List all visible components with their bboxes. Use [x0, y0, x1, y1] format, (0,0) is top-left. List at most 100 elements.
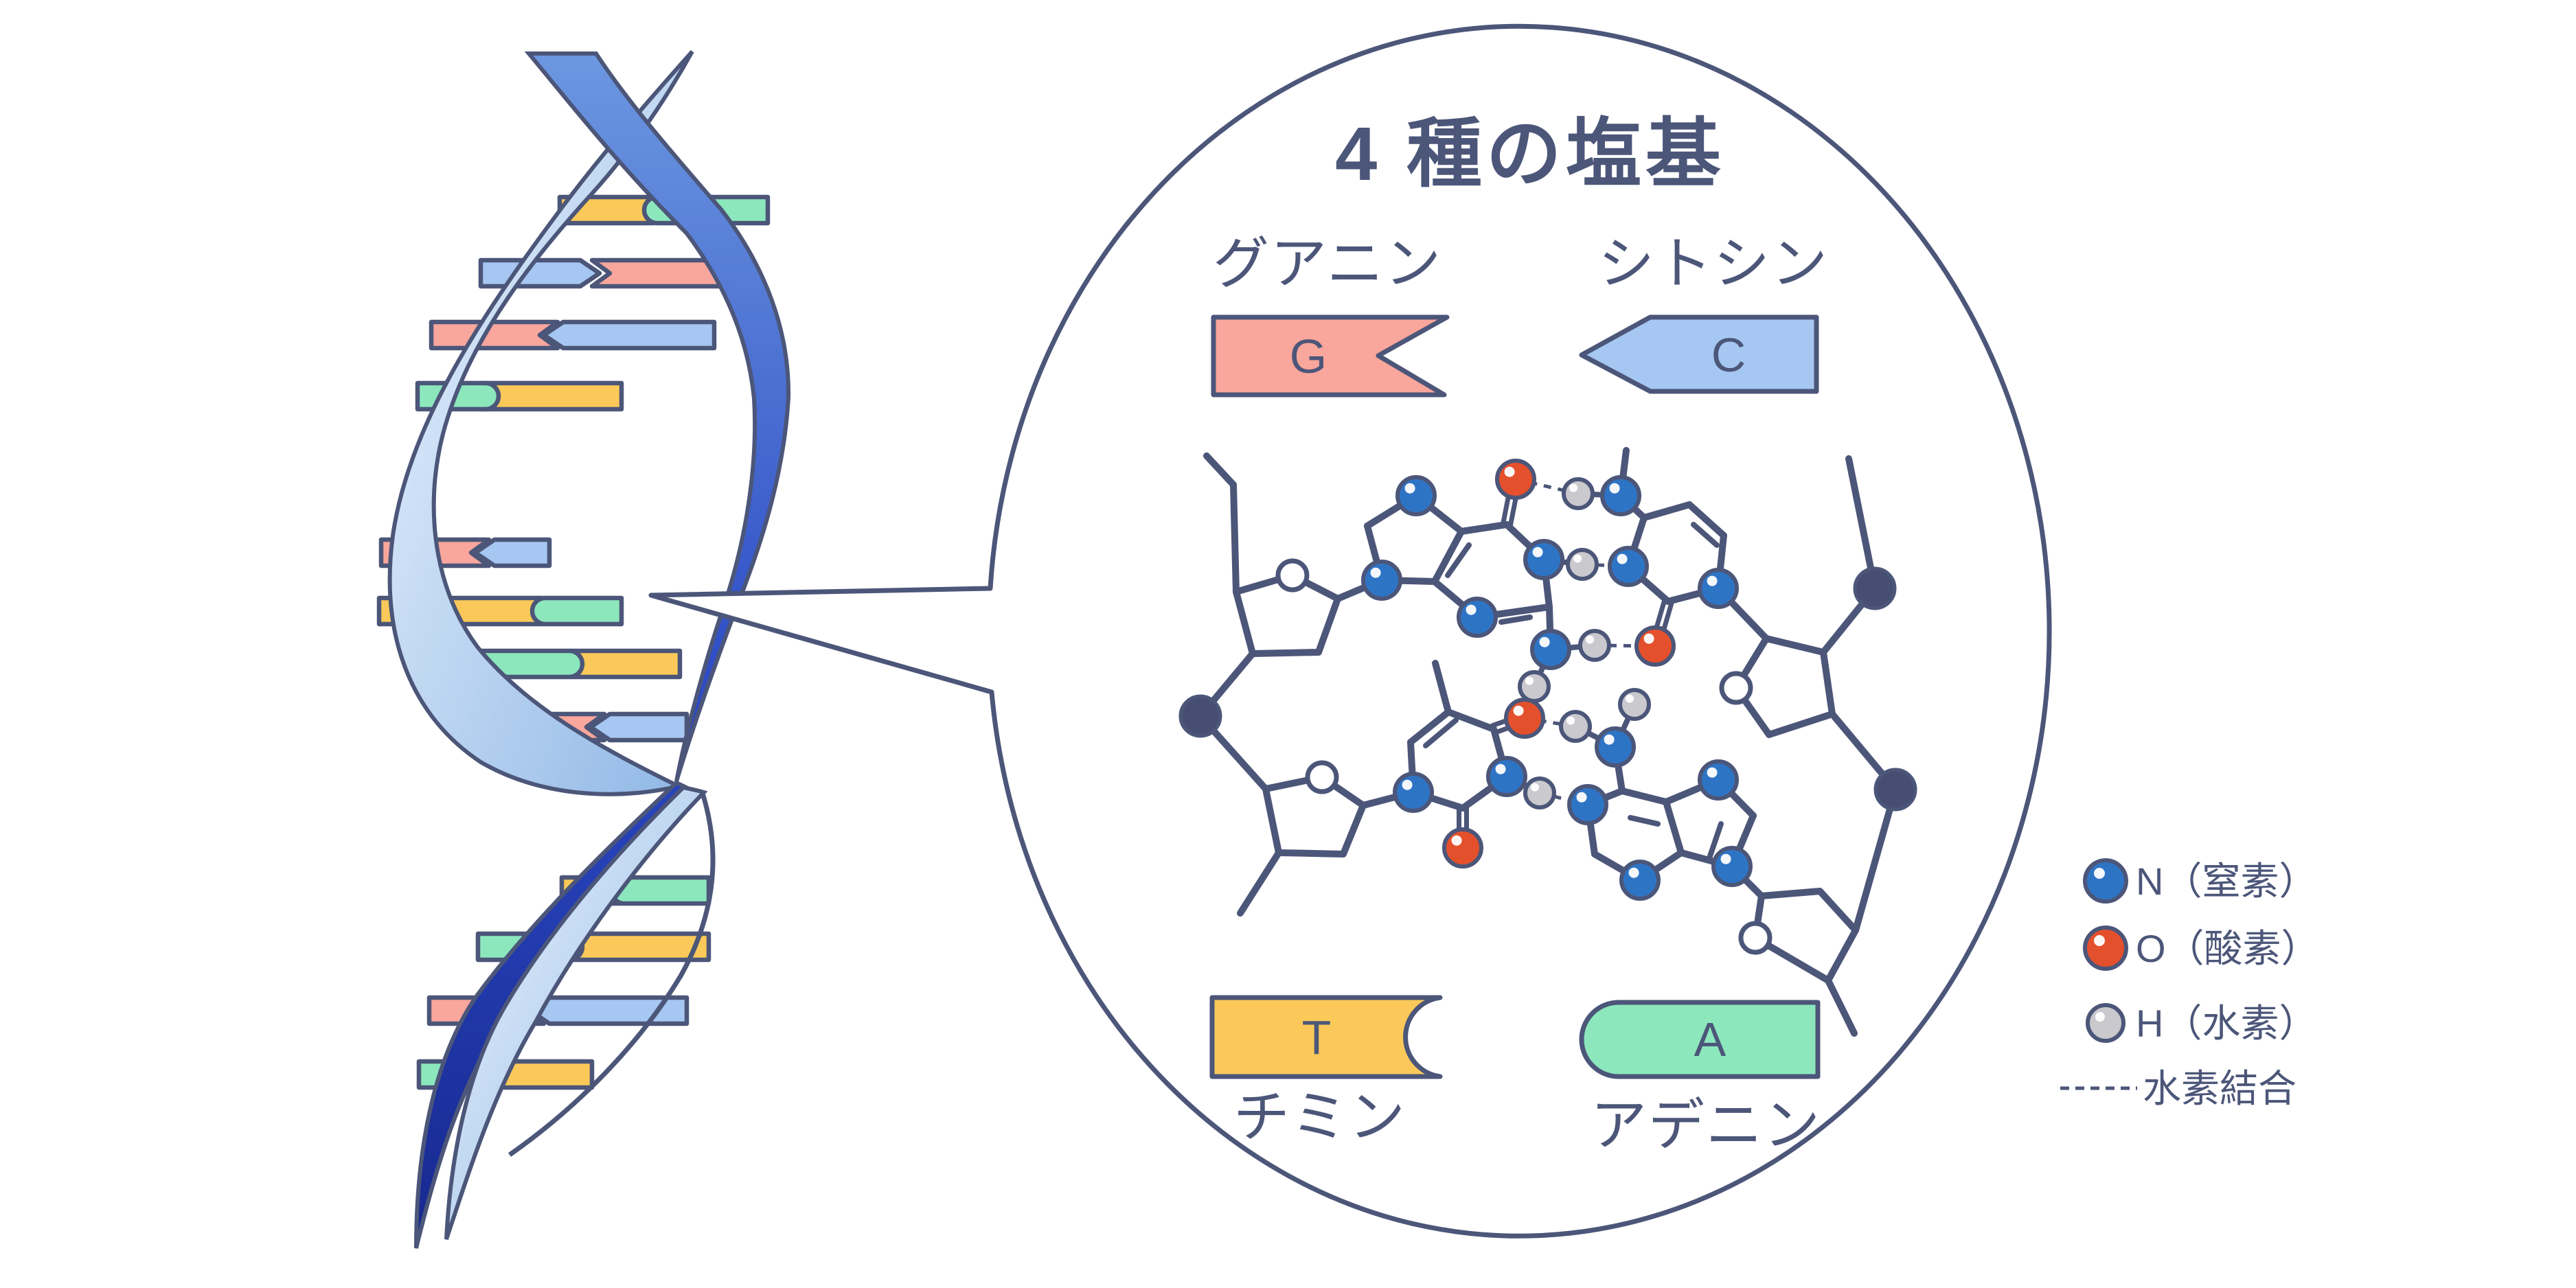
nitrogen-atom	[1530, 629, 1571, 670]
oxygen-atom	[1442, 827, 1483, 869]
oxygen-sphere-icon	[2083, 925, 2128, 971]
bond	[1458, 521, 1510, 535]
legend-label-oxygen: O（酸素）	[2136, 927, 2320, 970]
cytosine-letter: C	[1711, 328, 1746, 382]
backbone-bond	[1230, 481, 1240, 595]
oxygen-atom	[1504, 698, 1545, 739]
sugar-oxygen-circle	[1305, 760, 1339, 794]
base-pair-molecule	[1178, 447, 1917, 1037]
sphere-highlight	[1569, 483, 1578, 492]
ring-double-tick	[1423, 717, 1459, 748]
nitrogen-atom	[1619, 860, 1661, 901]
nitrogen-atom	[1361, 560, 1402, 601]
backbone-bond	[1825, 977, 1858, 1037]
nitrogen-atom	[1711, 846, 1753, 887]
sphere-highlight	[1504, 466, 1515, 477]
rung-segment-salmon	[429, 319, 560, 351]
rung-segment-yellow	[567, 648, 683, 680]
sphere-highlight	[1626, 694, 1634, 703]
sphere-highlight	[1525, 676, 1534, 685]
rung-segment-blue	[472, 537, 552, 568]
nitrogen-atom	[1600, 475, 1641, 516]
adenine-letter: A	[1694, 1013, 1726, 1066]
legend-item-hbond: 水素結合	[2060, 1067, 2296, 1110]
sphere-highlight	[1531, 783, 1540, 792]
base-cytosine: シトシン C	[1579, 233, 1827, 394]
nitrogen-atom	[1595, 726, 1636, 768]
rung-segment-blue	[541, 319, 717, 351]
sphere-highlight	[1404, 483, 1415, 494]
ring-double-tick	[1445, 542, 1472, 578]
hydrogen-atom	[1618, 688, 1651, 721]
hydrogen-atom	[1578, 629, 1611, 662]
phosphate-sphere	[1178, 694, 1222, 738]
sphere-highlight	[1370, 567, 1381, 578]
backbone-bond	[1432, 660, 1452, 715]
base-thymine: T チミン	[1209, 995, 1443, 1149]
sphere-highlight	[1609, 483, 1620, 494]
sphere-highlight	[1532, 547, 1543, 557]
sphere-highlight	[1539, 636, 1550, 647]
dna-helix	[376, 50, 791, 1249]
sugar-ring	[1733, 635, 1836, 738]
base-guanine: グアニン G	[1211, 233, 1450, 398]
rung-segment-blue	[588, 711, 689, 743]
hydrogen-sphere-icon	[2086, 1003, 2125, 1043]
nitrogen-atom	[1608, 546, 1649, 587]
hydrogen-atom	[1566, 548, 1599, 581]
rung-segment-yellow	[478, 380, 624, 412]
hydrogen-atom	[1523, 777, 1556, 809]
thymine-shape	[1209, 995, 1443, 1079]
backbone-bond	[1852, 786, 1899, 934]
sugar-oxygen-circle	[1275, 558, 1310, 593]
legend-label-nitrogen: N（窒素）	[2136, 860, 2317, 903]
page-title: 4 種の塩基	[1335, 112, 1725, 196]
bond	[1445, 709, 1497, 733]
sphere-highlight	[1707, 575, 1718, 586]
oxygen-atom	[1495, 459, 1536, 500]
thymine-letter: T	[1302, 1011, 1332, 1064]
hydrogen-atom	[1562, 477, 1595, 510]
nitrogen-atom	[1395, 475, 1437, 516]
nitrogen-atom	[1457, 597, 1498, 638]
bond	[1431, 528, 1465, 585]
legend-label-hbond: 水素結合	[2143, 1067, 2296, 1110]
sphere-highlight	[1451, 835, 1462, 846]
nitrogen-atom	[1698, 568, 1739, 609]
legend: N（窒素） O（酸素） H（水素） 水素結合	[2060, 858, 2320, 1110]
phosphate-sphere	[1873, 768, 1917, 812]
cytosine-shape	[1579, 314, 1819, 394]
ring-double-tick	[1707, 821, 1724, 859]
sugar-oxygen-circle	[1738, 921, 1773, 955]
rung-segment-blue	[478, 257, 602, 289]
backbone-bond	[1203, 452, 1237, 488]
nitrogen-atom	[1486, 756, 1527, 797]
guanine-letter: G	[1290, 330, 1327, 383]
sphere-highlight	[1566, 716, 1575, 725]
sphere-highlight	[1643, 633, 1654, 644]
sphere-highlight	[1604, 734, 1615, 745]
backbone-bond	[1845, 455, 1878, 592]
legend-item-hydrogen: H（水素）	[2086, 1002, 2317, 1045]
sphere-highlight	[1513, 705, 1524, 716]
sphere-highlight	[1402, 779, 1413, 790]
adenine-name: アデニン	[1591, 1094, 1821, 1157]
sphere-highlight	[1617, 553, 1628, 564]
ribbon-edge-sliver	[508, 790, 716, 1157]
nitrogen-sphere-icon	[2083, 858, 2128, 904]
legend-label-hydrogen: H（水素）	[2136, 1002, 2317, 1045]
sugar-oxygen-circle	[1719, 671, 1753, 705]
phosphate-sphere	[1853, 566, 1897, 610]
bond	[1663, 798, 1685, 856]
oxygen-atom	[1634, 625, 1676, 667]
guanine-shape	[1211, 314, 1450, 398]
sphere-highlight	[1573, 554, 1582, 563]
ring-double-tick	[1628, 815, 1661, 827]
bond	[1407, 709, 1452, 746]
rung-segment-green	[529, 595, 624, 627]
hydrogen-atom	[1518, 670, 1551, 703]
bond	[1619, 787, 1669, 805]
adenine-shape	[1579, 1000, 1821, 1079]
legend-item-oxygen: O（酸素）	[2083, 925, 2320, 971]
